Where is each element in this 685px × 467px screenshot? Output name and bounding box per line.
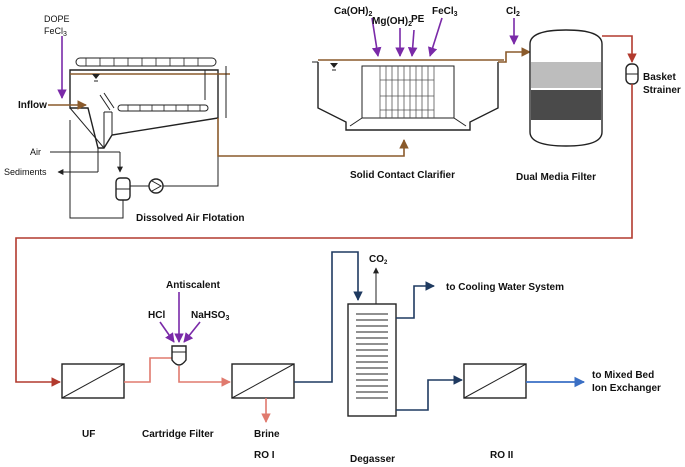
cartridge-filter-unit — [171, 345, 187, 366]
daf-to-clarifier-line — [217, 118, 409, 157]
cartridge-to-ro1-line — [178, 366, 231, 387]
fecl3-daf-label: FeCl3 — [44, 26, 67, 38]
inflow-label: Inflow — [18, 100, 47, 111]
basket-strainer-label-2: Strainer — [643, 85, 681, 96]
sediments-label: Sediments — [4, 167, 47, 177]
air-label: Air — [30, 147, 41, 157]
filter-media-lower — [531, 90, 601, 120]
clarifier-to-filter-line — [498, 47, 531, 63]
brine-label: Brine — [254, 429, 280, 440]
dope-label: DOPE — [44, 14, 70, 24]
filter-media-upper — [531, 62, 601, 88]
to-mixed-bed-label-1: to Mixed Bed — [592, 370, 654, 381]
fecl3-dosing-arrow — [428, 17, 443, 57]
clarifier-label: Solid Contact Clarifier — [350, 170, 455, 181]
ro1-membrane — [231, 363, 295, 399]
fecl3-label: FeCl3 — [432, 6, 458, 18]
ro2-membrane — [463, 363, 527, 399]
skimmer-paddles-top — [85, 58, 199, 66]
clarifier-water-level-icon — [330, 63, 338, 68]
caoh2-label: Ca(OH)2 — [334, 6, 372, 18]
nahso3-dosing-arrow — [183, 321, 201, 343]
daf-label: Dissolved Air Flotation — [136, 213, 245, 224]
nahso3-label: NaHSO3 — [191, 310, 229, 322]
pe-label: PE — [411, 14, 425, 25]
clarifier-unit — [312, 59, 504, 131]
clarifier-lamellas — [379, 66, 435, 118]
caoh2-dosing-arrow — [371, 17, 382, 57]
ro1-label: RO I — [254, 450, 275, 461]
strainer-to-uf-line — [15, 84, 633, 387]
basket-strainer-label-1: Basket — [643, 72, 676, 83]
mgoh2-label: Mg(OH)2 — [372, 16, 412, 28]
to-cooling-label: to Cooling Water System — [446, 282, 564, 293]
degasser-label: Degasser — [350, 454, 395, 465]
dmf-label: Dual Media Filter — [516, 172, 596, 183]
ro1-to-degasser-line — [294, 251, 363, 383]
basket-strainer-unit — [625, 63, 639, 85]
skimmer-paddles-bottom — [127, 105, 201, 111]
degasser-to-cooling-line — [396, 281, 435, 319]
to-mixed-bed-label-2: Ion Exchanger — [592, 383, 661, 394]
cartridge-label: Cartridge Filter — [142, 429, 214, 440]
hcl-dosing-arrow — [159, 321, 175, 343]
degasser-to-ro2-line — [396, 375, 463, 411]
ro2-label: RO II — [490, 450, 514, 461]
filter-to-strainer-line — [602, 35, 637, 63]
uf-label: UF — [82, 429, 95, 440]
antiscalent-label: Antiscalent — [166, 280, 221, 291]
uf-membrane — [61, 363, 125, 399]
water-level-icon — [92, 74, 100, 79]
hcl-label: HCl — [148, 310, 165, 321]
dual-media-filter-unit — [529, 29, 603, 147]
co2-label: CO2 — [369, 254, 388, 266]
degasser-column — [347, 303, 397, 417]
pe-dosing-arrow — [407, 29, 418, 57]
uf-to-cartridge-line — [124, 357, 174, 383]
daf-unit — [69, 57, 230, 149]
cl2-label: Cl2 — [506, 6, 520, 18]
